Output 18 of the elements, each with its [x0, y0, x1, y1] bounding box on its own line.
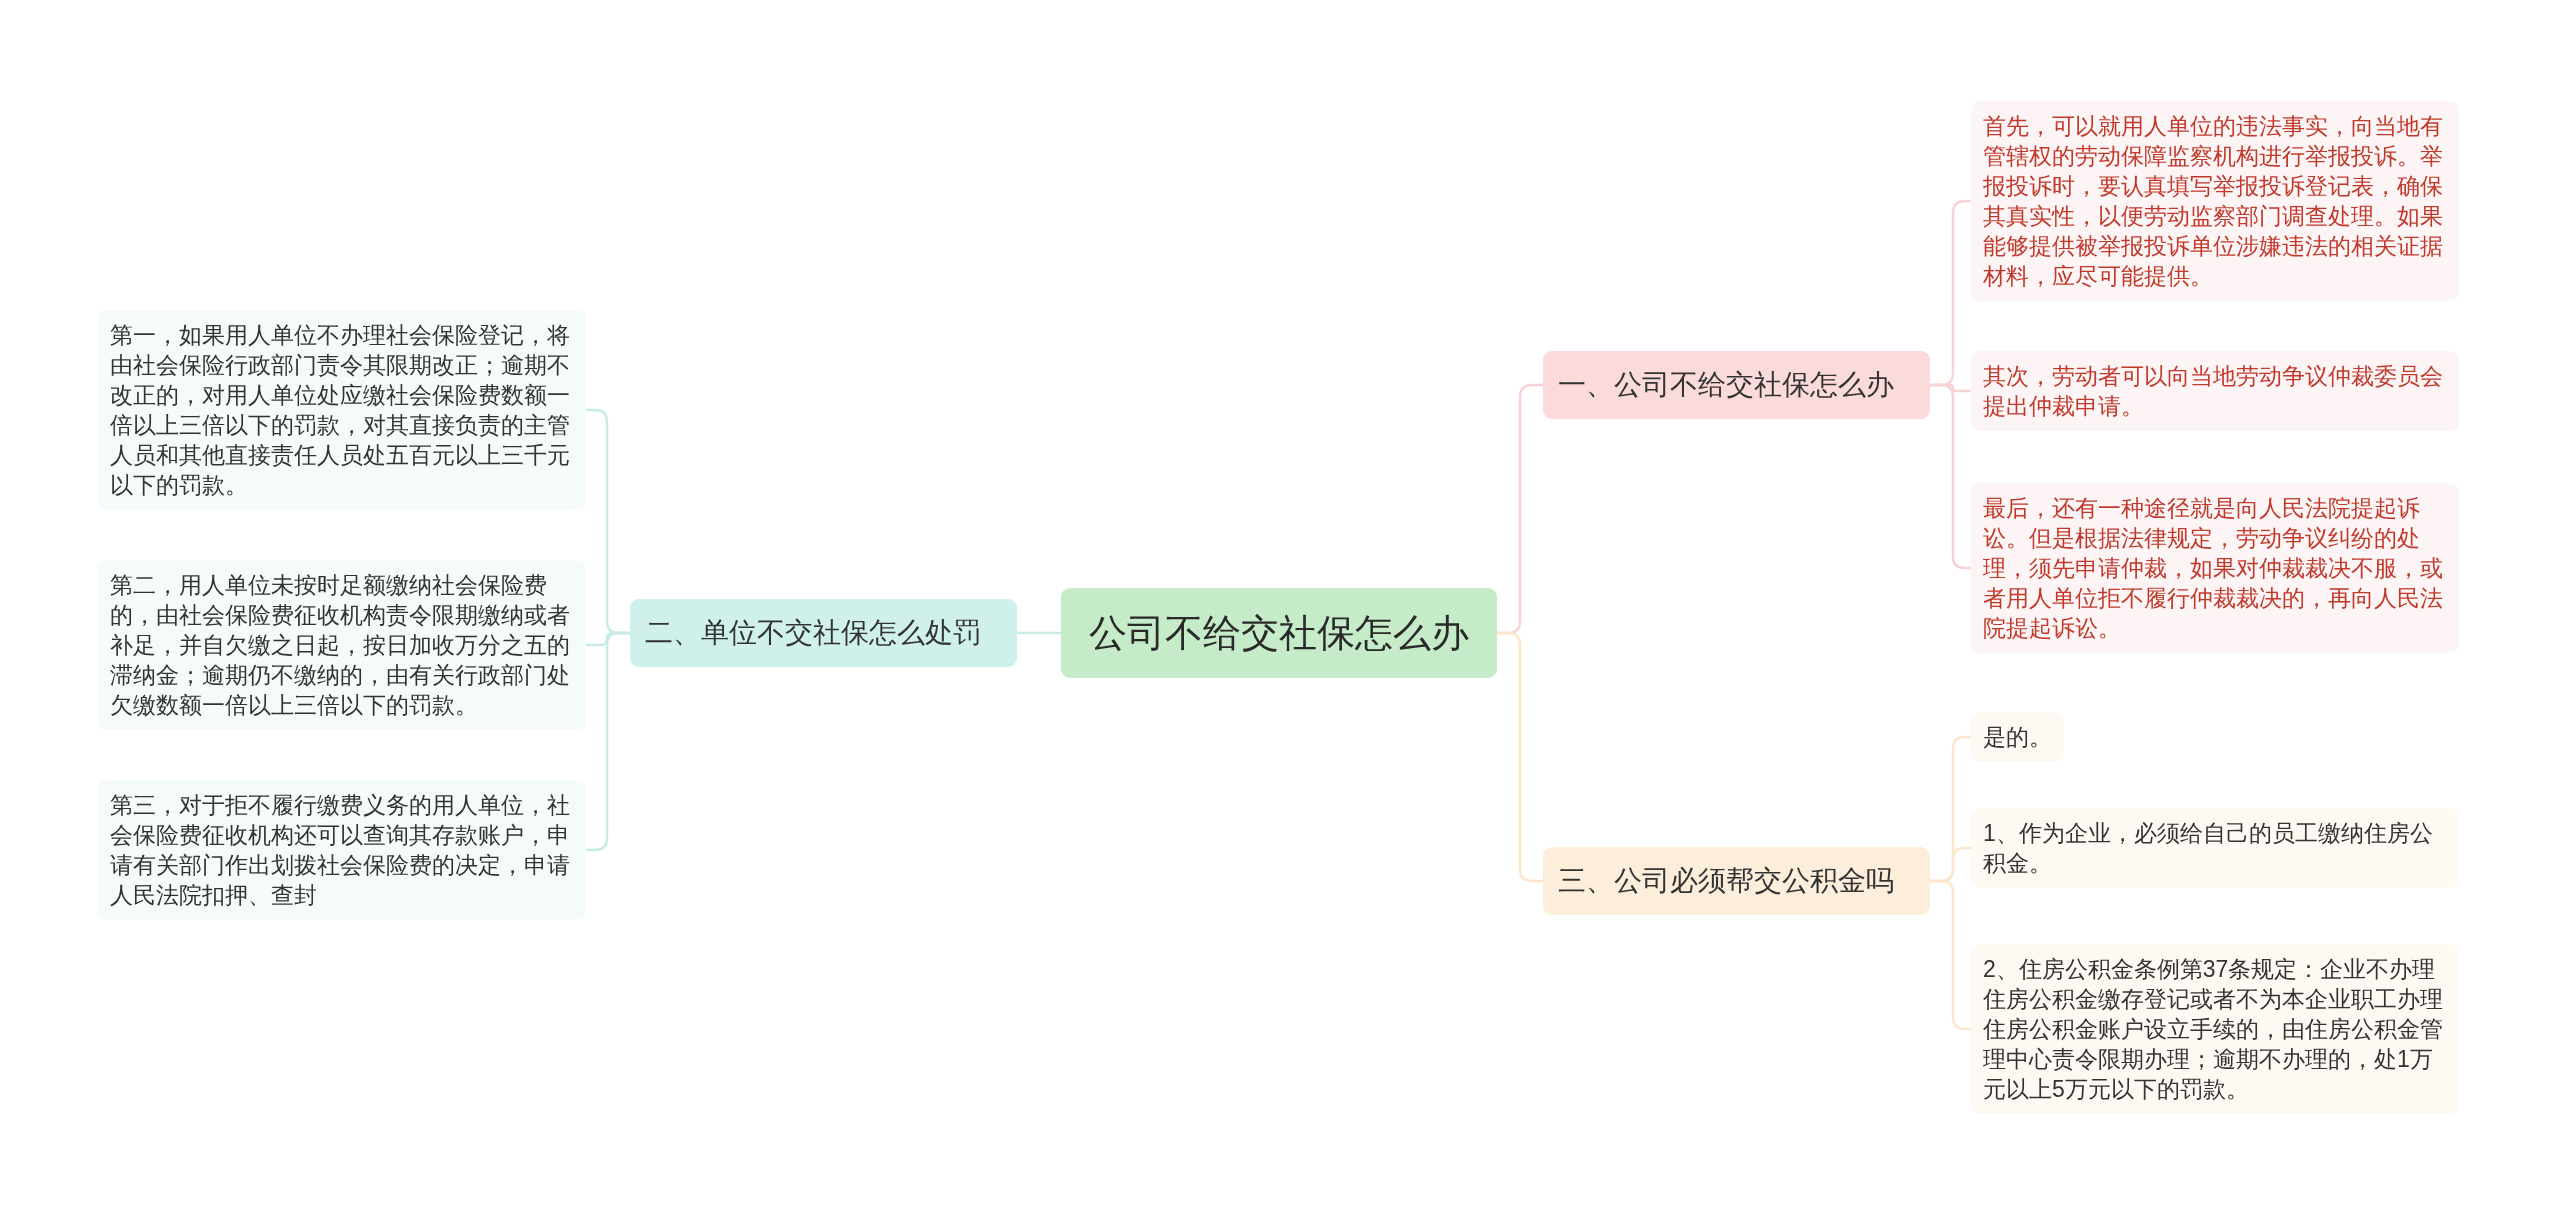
note-box: 第二，用人单位未按时足额缴纳社会保险费的，由社会保险费征收机构责令限期缴纳或者补足，并自欠缴之日起，按日加收万分之五的滞纳金；逾期仍不缴纳的，由有关行政部门处欠缴数额一倍以上三倍以下的罚款。 [98, 560, 586, 730]
note-box: 首先，可以就用人单位的违法事实，向当地有管辖权的劳动保障监察机构进行举报投诉。举报投诉时，要认真填写举报投诉登记表，确保其真实性，以便劳动监察部门调查处理。如果能够提供被举报投诉单位涉嫌违法的相关证据材料，应尽可能提供。 [1971, 101, 2459, 301]
subtopic-box: 二、单位不交社保怎么处罚 [630, 599, 1017, 667]
note-box: 其次，劳动者可以向当地劳动争议仲裁委员会提出仲裁申请。 [1971, 351, 2459, 431]
connector-line [1497, 631, 1543, 883]
connector-line [1930, 383, 1971, 570]
note-box: 最后，还有一种途径就是向人民法院提起诉讼。但是根据法律规定，劳动争议纠纷的处理，须先申请仲裁，如果对仲裁裁决不服，或者用人单位拒不履行仲裁裁决的，再向人民法院提起诉讼。 [1971, 483, 2459, 653]
connector-line [1930, 879, 1971, 1031]
subtopic-box: 一、公司不给交社保怎么办 [1543, 351, 1930, 419]
central-topic-box: 公司不给交社保怎么办 [1061, 588, 1497, 678]
note-box: 第三，对于拒不履行缴费义务的用人单位，社会保险费征收机构还可以查询其存款账户，申请有关部门作出划拨社会保险费的决定，申请人民法院扣押、查封 [98, 780, 586, 920]
note-box: 第一，如果用人单位不办理社会保险登记，将由社会保险行政部门责令其限期改正；逾期不改正的，对用人单位处应缴社会保险费数额一倍以上三倍以下的罚款，对其直接负责的主管人员和其他直接责任人员处五百元以上三千元以下的罚款。 [98, 310, 586, 510]
connector-line [1017, 631, 1061, 635]
note-box: 1、作为企业，必须给自己的员工缴纳住房公积金。 [1971, 808, 2459, 888]
note-box: 2、住房公积金条例第37条规定：企业不办理住房公积金缴存登记或者不为本企业职工办理住房公积金账户设立手续的，由住房公积金管理中心责令限期办理；逾期不办理的，处1万元以上5万元以下的罚款。 [1971, 944, 2459, 1114]
connector-line [586, 631, 630, 852]
note-box: 是的。 [1971, 712, 2064, 762]
subtopic-box: 三、公司必须帮交公积金吗 [1543, 847, 1930, 915]
